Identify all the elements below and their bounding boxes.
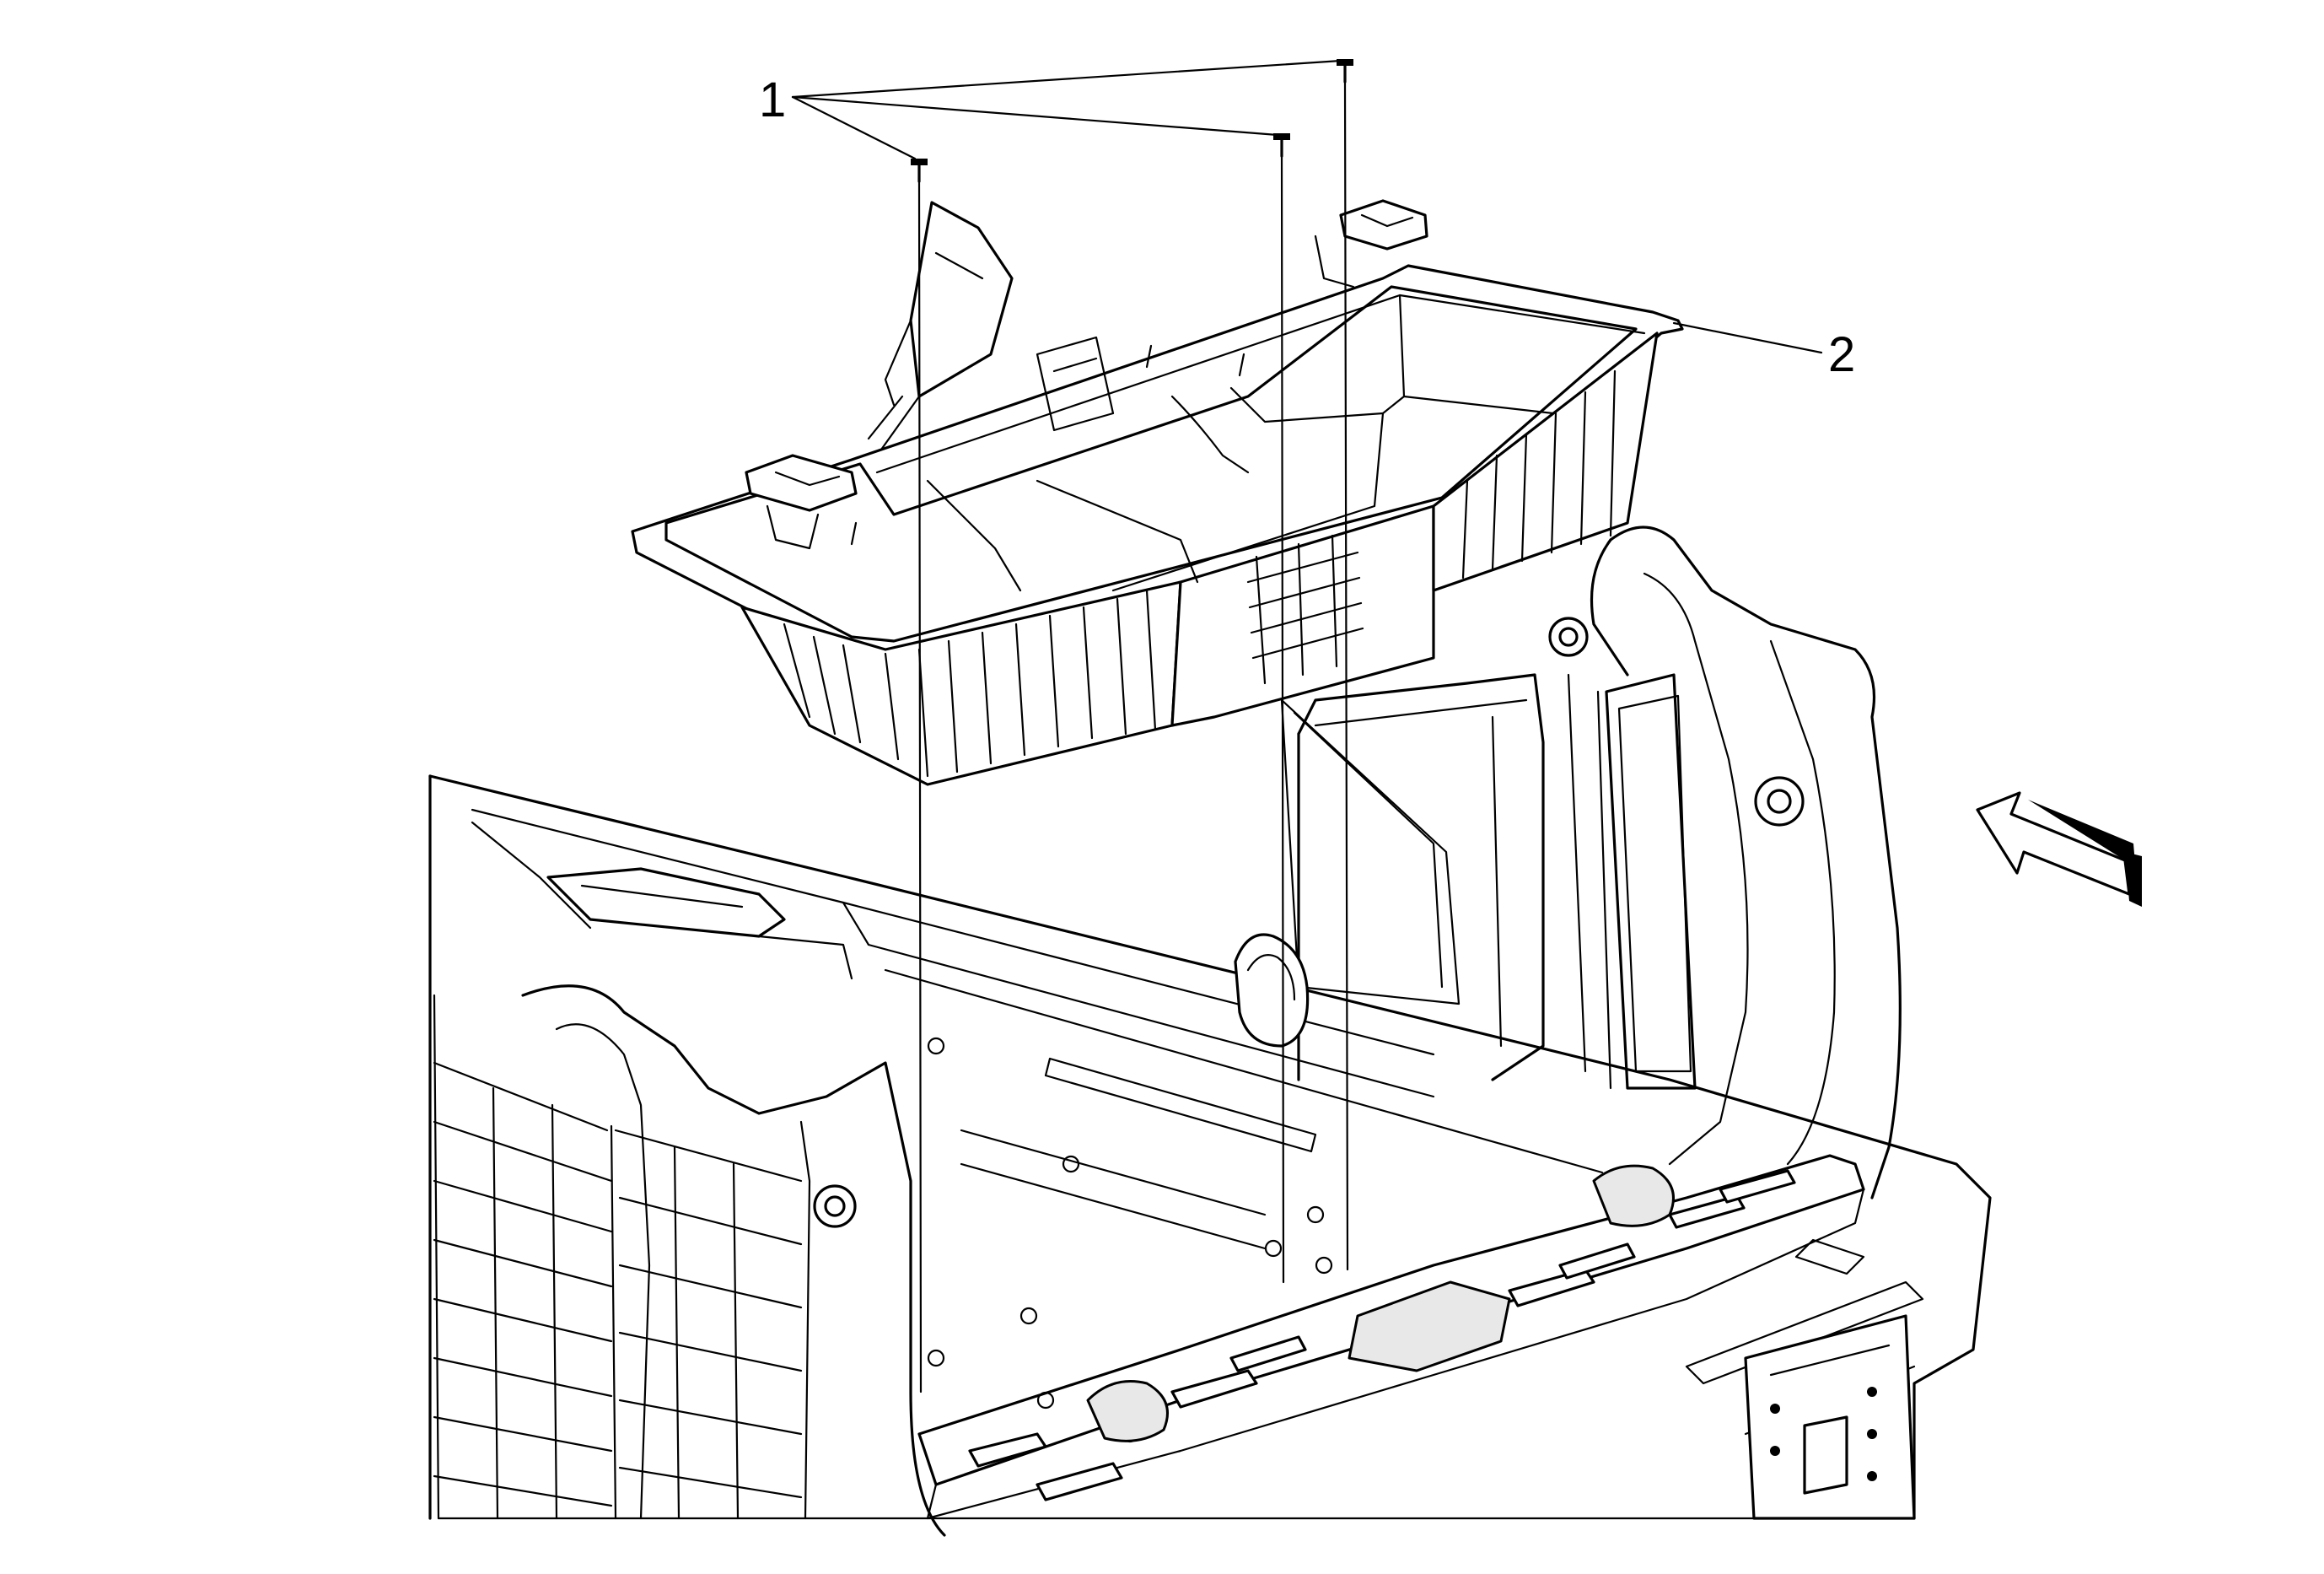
callout-2-label: 2 [1828,327,1855,382]
bin-ribs-right [1461,369,1617,579]
fasteners [911,59,1353,1393]
callout-leaders [791,59,1823,354]
bin-latch-right [1314,199,1428,288]
bin-middle-grid [1246,534,1364,685]
storage-bin [631,199,1684,786]
fastener-icon [911,159,928,183]
fastener-icon [1337,59,1353,84]
bin-latch-left [745,454,858,550]
side-grille [433,994,803,1520]
vehicle-bed-structure [428,526,1992,1537]
rear-cross-member [917,1154,1865,1520]
fastener-icon [1273,133,1290,158]
direction-arrow-icon [1976,791,2142,907]
callout-1-label: 1 [759,73,786,127]
